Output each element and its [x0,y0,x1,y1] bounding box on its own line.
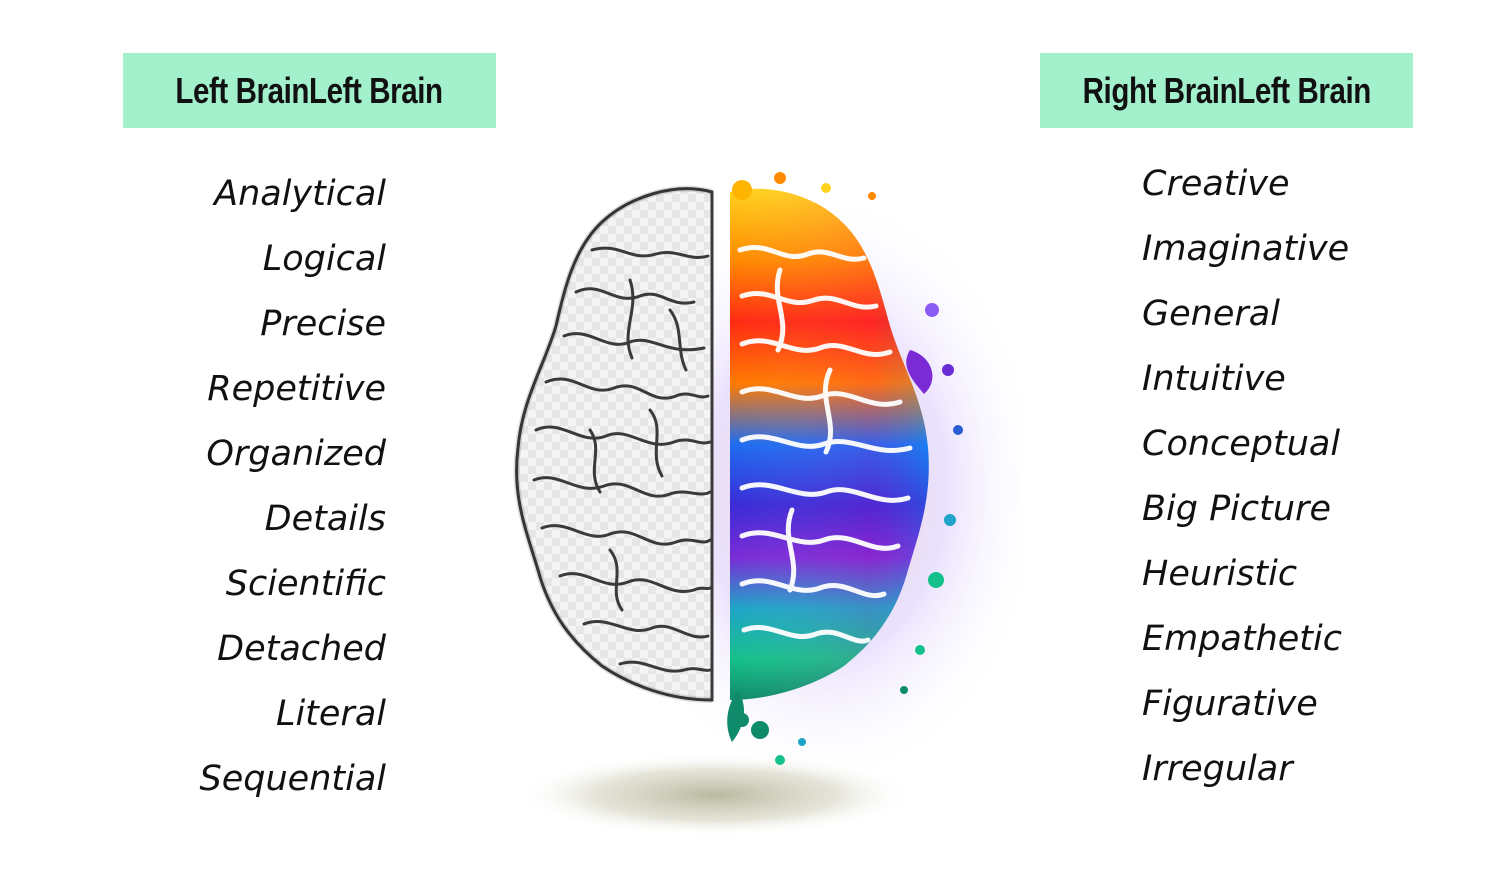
left-trait-item: Analytical [214,174,386,214]
right-trait-item: Conceptual [1142,424,1341,464]
left-brain-header-text: Left BrainLeft Brain [175,69,444,111]
left-trait-item: Literal [275,694,386,734]
left-trait-item: Repetitive [207,369,386,409]
left-brain-header: Left BrainLeft Brain [123,53,496,128]
right-brain-header-text: Right BrainLeft Brain [1082,69,1371,111]
left-trait-item: Precise [260,304,386,344]
right-trait-item: Empathetic [1142,619,1343,659]
right-brain-header: Right BrainLeft Brain [1040,53,1413,128]
left-trait-item: Details [264,499,386,539]
left-trait-item: Logical [262,239,386,279]
right-trait-item: Imaginative [1142,229,1350,269]
right-trait-item: Creative [1142,164,1290,204]
right-trait-item: Big Picture [1142,489,1331,529]
right-brain-traits: Creative Imaginative General Intuitive C… [1142,152,1349,802]
left-trait-item: Detached [217,629,386,669]
right-trait-item: General [1142,294,1280,334]
left-trait-item: Organized [206,434,386,474]
right-trait-item: Heuristic [1142,554,1298,594]
brain-icon [513,172,1045,837]
left-trait-item: Scientific [225,564,386,604]
right-trait-item: Figurative [1142,684,1318,724]
left-trait-item: Sequential [199,759,386,799]
brain-illustration [480,130,1045,860]
right-trait-item: Intuitive [1142,359,1286,399]
right-trait-item: Irregular [1142,749,1293,789]
left-brain-traits: Analytical Logical Precise Repetitive Or… [200,162,386,812]
